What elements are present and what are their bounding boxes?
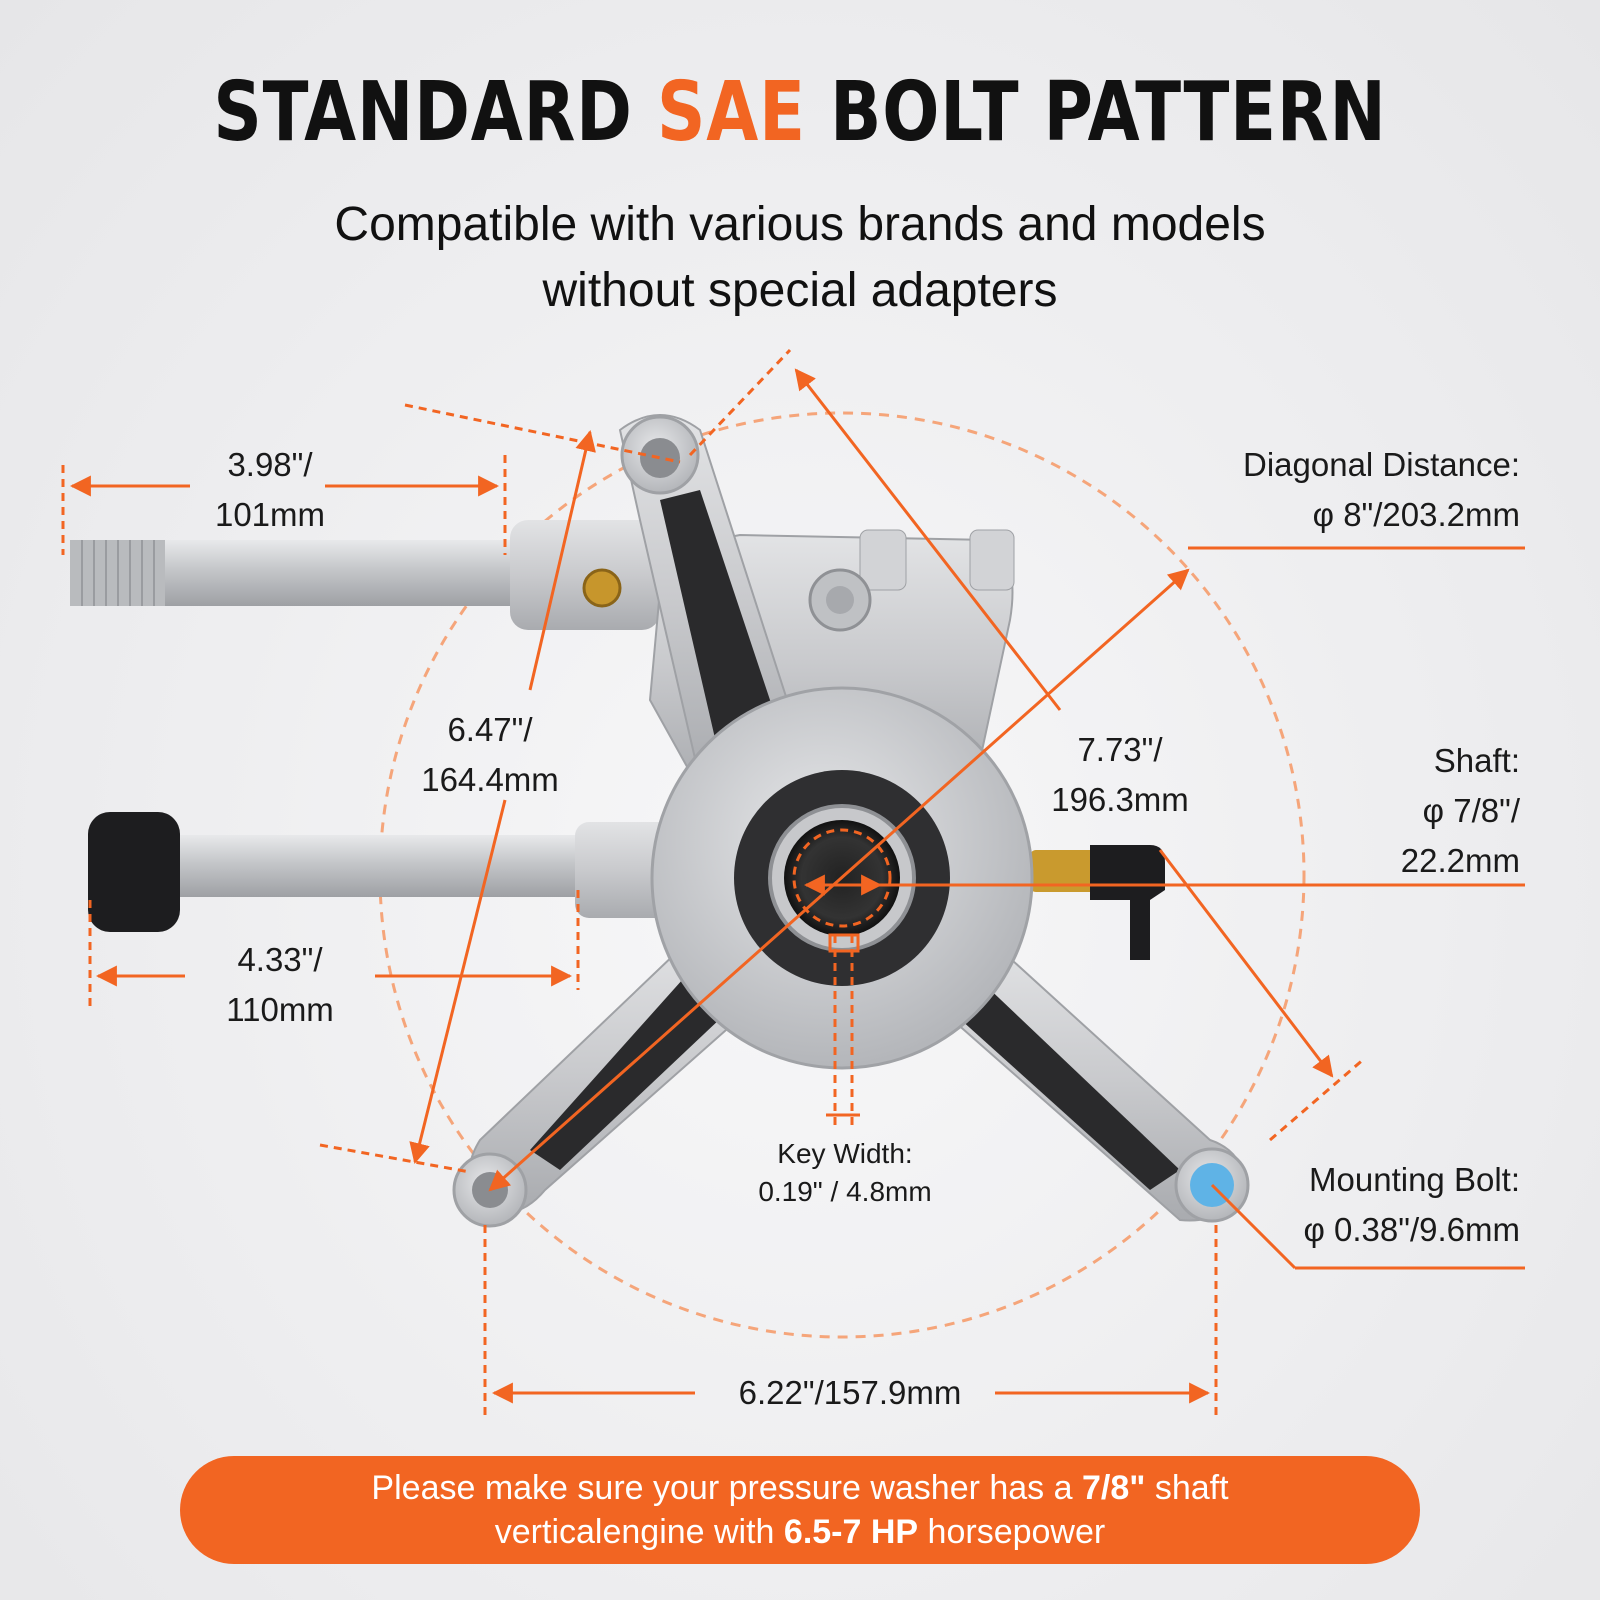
vertical-span-line2: 164.4mm	[421, 761, 559, 798]
key-width-label: Key Width: 0.19" / 4.8mm	[720, 1135, 970, 1211]
shaft-line1: Shaft:	[1433, 742, 1520, 779]
banner-text-4: horsepower	[918, 1513, 1106, 1551]
subtitle-line1: Compatible with various brands and model…	[334, 198, 1266, 251]
vertical-span-label: 6.47"/ 164.4mm	[400, 705, 580, 805]
title-part1: STANDARD	[213, 65, 633, 160]
mounting-bolt-leader	[1210, 1183, 1297, 1270]
banner-text-3: verticalengine with	[494, 1513, 784, 1551]
outlet-dimension-label: 3.98"/ 101mm	[180, 440, 360, 540]
inlet-dimension-line1: 4.33"/	[237, 941, 323, 978]
diagonal-distance-label: Diagonal Distance: φ 8"/203.2mm	[1150, 440, 1520, 540]
mounting-bolt-label: Mounting Bolt: φ 0.38"/9.6mm	[1230, 1155, 1520, 1255]
banner-shaft-size: 7/8"	[1082, 1469, 1146, 1507]
bottom-span-label: 6.22"/157.9mm	[738, 1374, 962, 1411]
mounting-bolt-line1: Mounting Bolt:	[1309, 1161, 1520, 1198]
outlet-pipe	[70, 540, 540, 606]
banner-text-2: shaft	[1145, 1469, 1229, 1507]
bolt-circle	[378, 411, 1306, 1339]
shaft-line2: φ 7/8"/	[1422, 792, 1520, 829]
diagonal-span-line1: 7.73"/	[1077, 731, 1163, 768]
page-title: STANDARD SAE BOLT PATTERN	[144, 72, 1456, 154]
shaft-label: Shaft: φ 7/8"/ 22.2mm	[1300, 736, 1520, 886]
outlet-dimension-line2: 101mm	[214, 496, 326, 533]
diagonal-span-line2: 196.3mm	[1051, 781, 1189, 818]
diagonal-distance-line2: φ 8"/203.2mm	[1312, 496, 1520, 533]
title-part2: BOLT PATTERN	[830, 65, 1387, 160]
notice-banner: Please make sure your pressure washer ha…	[180, 1456, 1420, 1564]
brass-plug	[582, 568, 622, 608]
outlet-dimension-line1: 3.98"/	[227, 446, 313, 483]
banner-text-1: Please make sure your pressure washer ha…	[371, 1469, 1082, 1507]
dimension-lines	[61, 348, 1525, 1420]
diagonal-distance-line1: Diagonal Distance:	[1243, 446, 1520, 483]
subtitle-line2: without special adapters	[542, 264, 1058, 317]
banner-line1: Please make sure your pressure washer ha…	[180, 1466, 1420, 1510]
key-width-line1: Key Width:	[777, 1138, 913, 1169]
banner-line2: verticalengine with 6.5-7 HP horsepower	[180, 1510, 1420, 1554]
inlet-dimension-line2: 110mm	[226, 991, 334, 1028]
vertical-span-line1: 6.47"/	[447, 711, 533, 748]
inlet-dimension-label: 4.33"/ 110mm	[190, 935, 370, 1035]
inlet-cap	[88, 812, 180, 932]
inlet-pipe	[150, 835, 610, 897]
banner-horsepower: 6.5-7 HP	[783, 1513, 919, 1551]
title-accent: SAE	[657, 65, 806, 160]
diagonal-span-label: 7.73"/ 196.3mm	[1020, 725, 1220, 825]
key-width-line2: 0.19" / 4.8mm	[758, 1176, 932, 1207]
shaft-line3: 22.2mm	[1400, 842, 1520, 879]
page-subtitle: Compatible with various brands and model…	[0, 192, 1600, 324]
mounting-bolt-line2: φ 0.38"/9.6mm	[1303, 1211, 1520, 1248]
